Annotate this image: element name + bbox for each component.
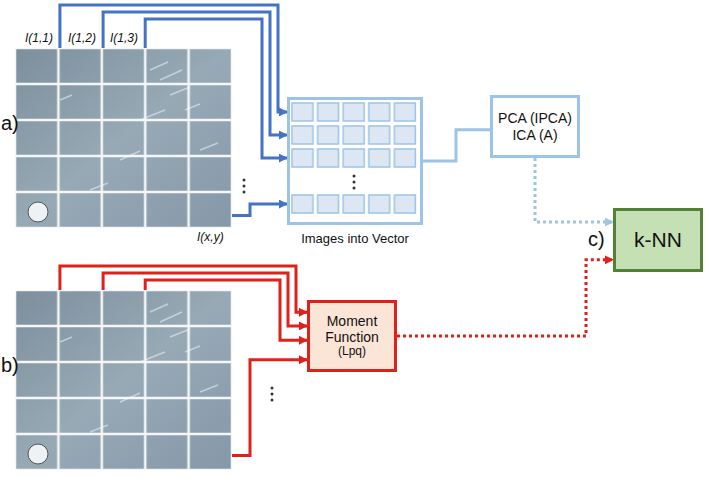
vector-box: Images into Vector [287,97,423,225]
tile-label: I(1,2) [68,31,96,45]
panel-label: c) [588,228,605,251]
photo-grid-a [15,48,232,228]
vector-cells [290,101,418,216]
classifier-box: c)k-NN [613,208,703,272]
connector-line [397,260,613,336]
connector-arrow [60,266,307,456]
box-text: ICA (A) [512,127,557,143]
process-box: Moment Function(Lpq) [307,300,397,372]
connector-arrow [423,130,490,161]
box-caption: Images into Vector [287,232,423,247]
box-text: Moment Function [310,313,394,345]
tile-label: I(1,3) [110,31,138,45]
connector-line [60,5,287,112]
panel-label: a) [1,112,19,135]
box-text: PCA (IPCA) [498,110,572,126]
connector-arrow [397,260,613,336]
tile-label: I(x,y) [197,230,224,244]
connector-line [103,12,287,135]
box-text: k-NN [634,228,682,252]
connector-arrow [535,158,613,222]
process-box: PCA (IPCA)ICA (A) [490,95,580,158]
connector-line [232,360,307,456]
connector-line [145,280,307,340]
tile-label: I(1,1) [25,31,53,45]
connector-line [423,130,490,161]
connector-line [232,204,287,215]
box-text: (Lpq) [338,345,366,359]
connector-line [535,158,613,222]
connector-line [145,19,287,158]
photo-grid-b [15,290,232,470]
photo-panel: b) [15,290,232,470]
photo-panel: a) [15,48,232,228]
panel-label: b) [1,354,19,377]
connector-arrow [60,5,287,215]
